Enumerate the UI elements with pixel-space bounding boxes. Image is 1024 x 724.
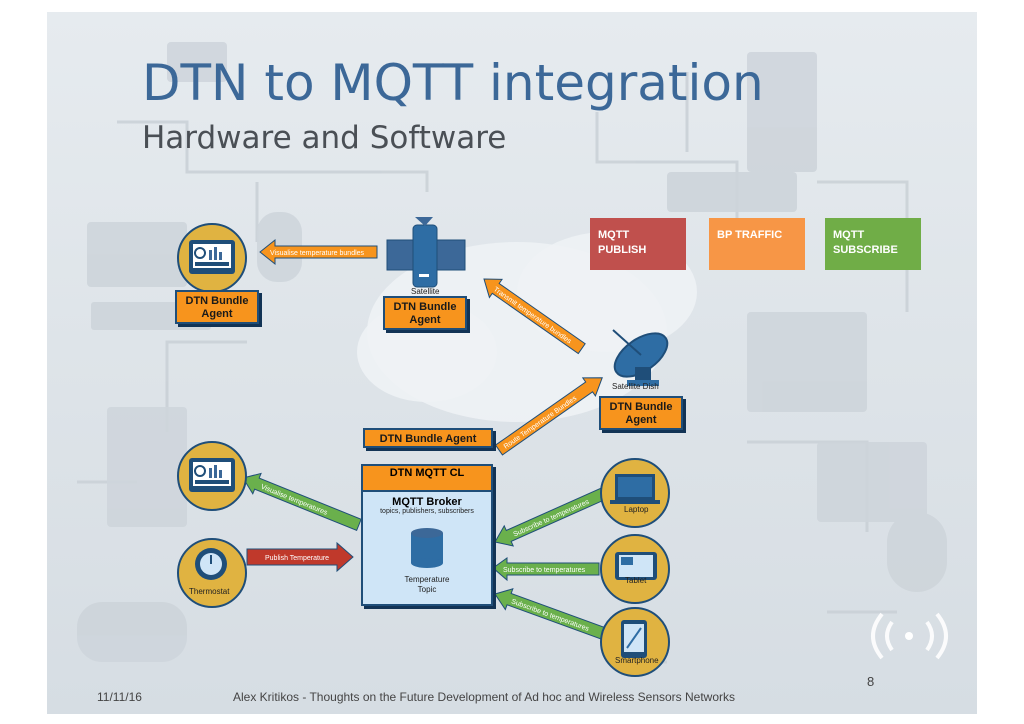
device-icons <box>177 217 670 677</box>
slide-subtitle: Hardware and Software <box>142 120 507 156</box>
satellite-dish-label: Satellite Dish <box>612 382 659 391</box>
slide: DTN to MQTT integration Hardware and Sof… <box>47 12 977 714</box>
tablet-icon <box>600 534 670 604</box>
dashboard-icon-bottom <box>177 441 247 511</box>
tablet-label: Tablet <box>625 576 647 585</box>
dtn-bundle-agent-satellite: DTN Bundle Agent <box>383 296 467 330</box>
mqtt-broker-title: MQTT Broker <box>392 496 462 508</box>
smartphone-icon <box>600 607 670 677</box>
arrow-subscribe-tablet-label: Subscribe to temperatures <box>503 567 586 574</box>
footer-date: 11/11/16 <box>97 690 142 704</box>
temperature-topic-label: Temperature Topic <box>404 575 450 594</box>
arrow-subscribe-tablet: Subscribe to temperatures <box>492 557 600 582</box>
dtn-bundle-agent-dish: DTN Bundle Agent <box>599 396 683 430</box>
diagram-arrows: Visualise temperature bundles Transmit t… <box>242 238 608 640</box>
satellite-label: Satellite <box>411 287 440 296</box>
page-number: 8 <box>867 674 875 689</box>
mqtt-broker-subtitle: topics, publishers, subscribers <box>380 508 474 515</box>
database-icon <box>411 528 443 568</box>
mqtt-broker-panel: DTN MQTT CL MQTT Broker topics, publishe… <box>361 464 493 606</box>
arrow-publish-temp-label: Publish Temperature <box>265 555 329 562</box>
dtn-bundle-agent-broker: DTN Bundle Agent <box>363 428 493 448</box>
satellite-icon <box>386 217 466 288</box>
legend-bp-traffic: BP TRAFFIC <box>709 218 805 270</box>
thermostat-label: Thermostat <box>189 587 230 596</box>
legend-mqtt-subscribe: MQTT SUBSCRIBE <box>825 218 921 270</box>
laptop-icon <box>600 458 670 528</box>
arrow-visualise-bundles-label: Visualise temperature bundles <box>270 250 365 257</box>
laptop-label: Laptop <box>624 505 649 514</box>
arrow-publish-temp: Publish Temperature <box>246 541 354 573</box>
thermostat-icon <box>177 538 247 608</box>
dtn-mqtt-cl: DTN MQTT CL <box>363 466 491 492</box>
dashboard-icon-top <box>177 223 247 293</box>
smartphone-label: Smartphone <box>615 656 659 665</box>
dtn-bundle-agent-top-left: DTN Bundle Agent <box>175 290 259 324</box>
arrow-visualise-bundles: Visualise temperature bundles <box>259 238 378 266</box>
slide-title: DTN to MQTT integration <box>142 54 764 112</box>
legend-mqtt-publish: MQTT PUBLISH <box>590 218 686 270</box>
footer-text: Alex Kritikos - Thoughts on the Future D… <box>233 690 736 704</box>
satellite-dish-icon <box>612 329 669 386</box>
